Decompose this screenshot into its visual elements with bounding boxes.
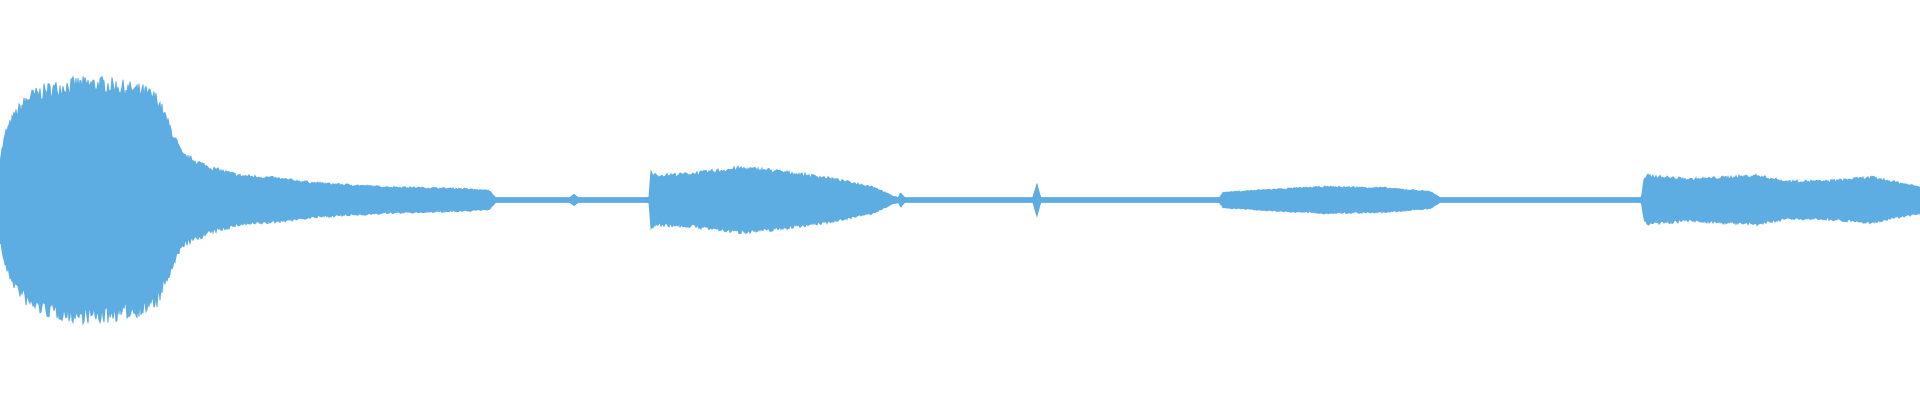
waveform-samples [0, 75, 1920, 326]
waveform-shape [0, 75, 1920, 326]
